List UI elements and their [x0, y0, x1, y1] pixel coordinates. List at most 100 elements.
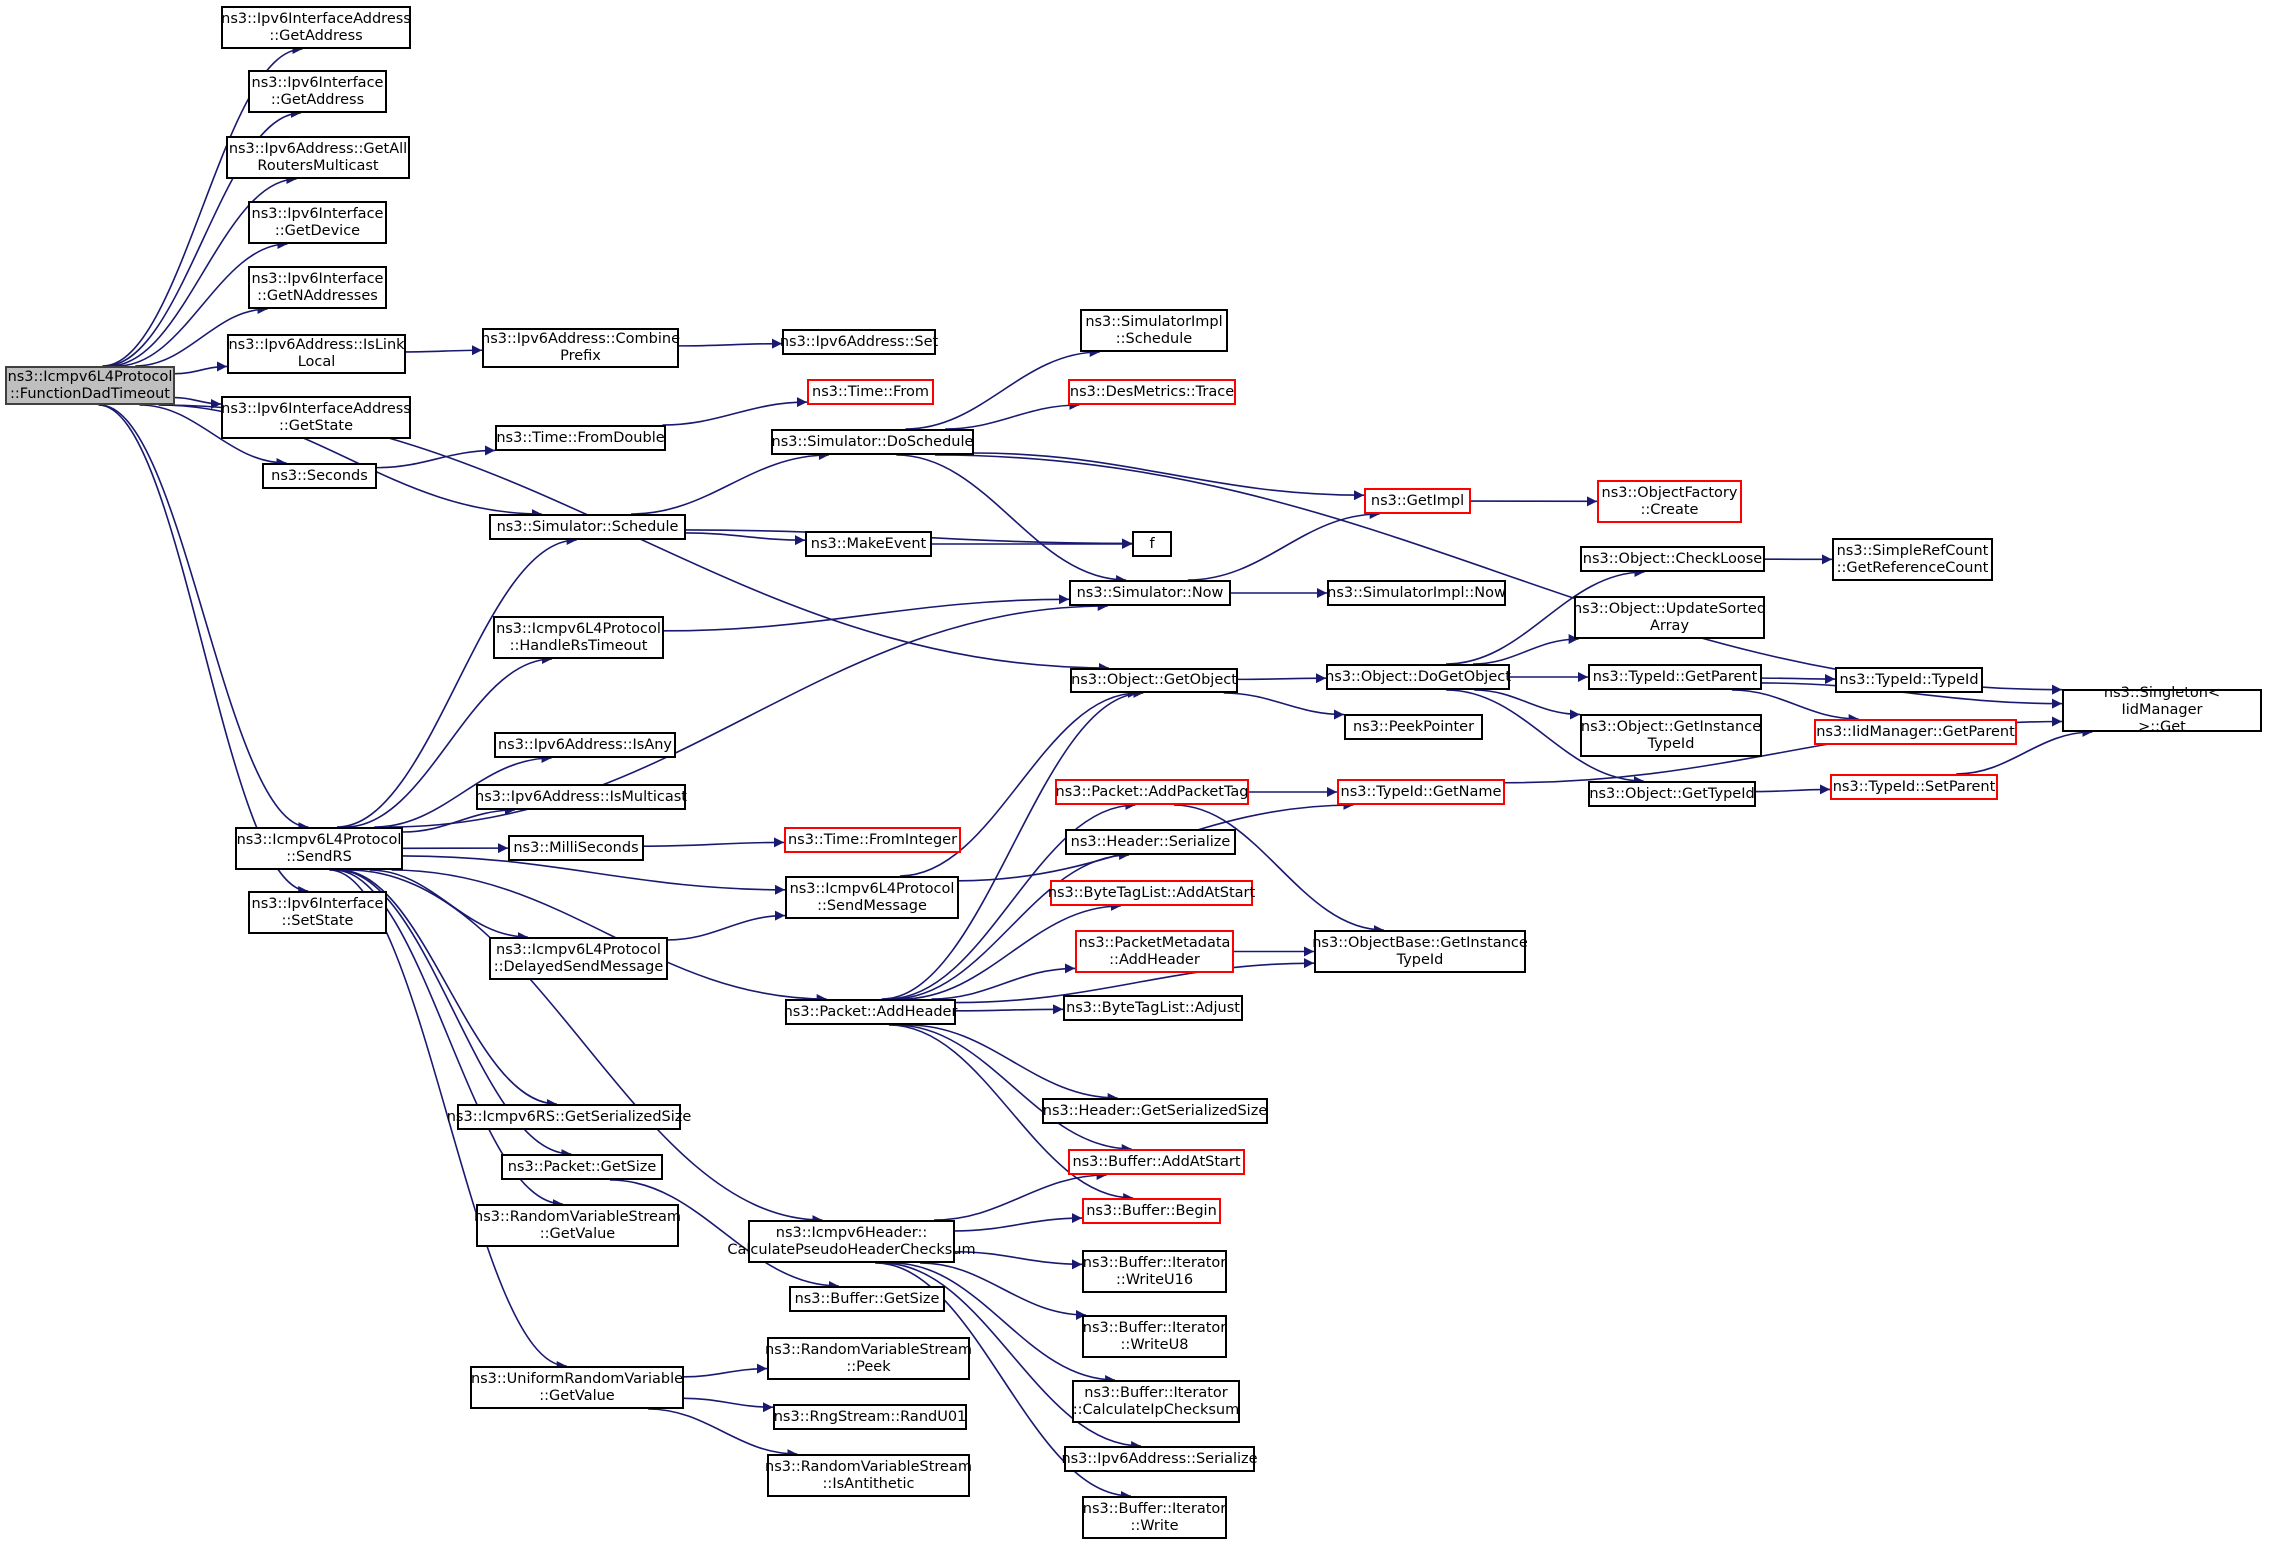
node-obj-checkloose[interactable]: ns3::Object::CheckLoose — [1580, 546, 1765, 572]
node-label: ns3::TypeId::GetParent — [1592, 668, 1758, 685]
node-iface-getaddress[interactable]: ns3::Ipv6Interface ::GetAddress — [248, 70, 387, 113]
node-iter-write[interactable]: ns3::Buffer::Iterator ::Write — [1082, 1496, 1227, 1539]
node-singleton-get[interactable]: ns3::Singleton< IidManager >::Get — [2062, 685, 2262, 735]
node-bytetag-adjust[interactable]: ns3::ByteTagList::Adjust — [1063, 995, 1243, 1021]
node-label: ns3::RngStream::RandU01 — [773, 1408, 967, 1425]
node-getimpl[interactable]: ns3::GetImpl — [1364, 488, 1471, 514]
node-iter-calcipchecksum[interactable]: ns3::Buffer::Iterator ::CalculateIpCheck… — [1072, 1380, 1240, 1423]
node-label: ns3::Simulator::Schedule — [496, 518, 679, 535]
node-time-frominteger[interactable]: ns3::Time::FromInteger — [784, 827, 961, 853]
node-label: ns3::SimulatorImpl::Now — [1327, 584, 1506, 601]
node-iface-getdevice[interactable]: ns3::Ipv6Interface ::GetDevice — [248, 201, 387, 244]
node-urv-getvalue[interactable]: ns3::UniformRandomVariable ::GetValue — [470, 1366, 684, 1409]
node-label: ns3::Ipv6InterfaceAddress ::GetState — [221, 400, 411, 434]
node-time-from[interactable]: ns3::Time::From — [807, 379, 934, 405]
node-time-fromdouble[interactable]: ns3::Time::FromDouble — [495, 425, 666, 451]
node-label: ns3::Time::From — [812, 383, 929, 400]
node-label: ns3::TypeId::SetParent — [1832, 778, 1996, 795]
node-iidmgr-getparent[interactable]: ns3::IidManager::GetParent — [1814, 719, 2017, 745]
node-delayedsend[interactable]: ns3::Icmpv6L4Protocol ::DelayedSendMessa… — [489, 937, 668, 980]
node-addr-ismulticast[interactable]: ns3::Ipv6Address::IsMulticast — [475, 784, 687, 810]
node-label: ns3::Ipv6Interface ::SetState — [251, 895, 384, 929]
node-typeid-typeid[interactable]: ns3::TypeId::TypeId — [1835, 667, 1983, 693]
node-sendrs[interactable]: ns3::Icmpv6L4Protocol ::SendRS — [235, 827, 403, 870]
node-label: ns3::Buffer::Iterator ::WriteU8 — [1082, 1319, 1227, 1353]
node-simimpl-schedule[interactable]: ns3::SimulatorImpl ::Schedule — [1080, 309, 1228, 352]
node-obj-dogetobject[interactable]: ns3::Object::DoGetObject — [1325, 664, 1511, 690]
node-iter-writeu8[interactable]: ns3::Buffer::Iterator ::WriteU8 — [1082, 1315, 1227, 1358]
node-label: ns3::PeekPointer — [1352, 718, 1475, 735]
node-simplerefcount[interactable]: ns3::SimpleRefCount ::GetReferenceCount — [1832, 538, 1993, 581]
node-buffer-begin[interactable]: ns3::Buffer::Begin — [1082, 1198, 1221, 1224]
node-addpackettag[interactable]: ns3::Packet::AddPacketTag — [1055, 779, 1249, 805]
node-ifaddr-getaddress[interactable]: ns3::Ipv6InterfaceAddress ::GetAddress — [221, 6, 411, 49]
edge-typeid-getparent-to-typeid-typeid — [1761, 674, 1836, 685]
node-typeid-getparent[interactable]: ns3::TypeId::GetParent — [1588, 664, 1762, 690]
node-obj-getinstancetypeid[interactable]: ns3::Object::GetInstance TypeId — [1580, 714, 1762, 757]
node-islinklocal[interactable]: ns3::Ipv6Address::IsLink Local — [227, 334, 406, 374]
node-desmetrics-trace[interactable]: ns3::DesMetrics::Trace — [1068, 379, 1236, 405]
node-header-serialize[interactable]: ns3::Header::Serialize — [1065, 829, 1236, 855]
node-label: ns3::Buffer::GetSize — [794, 1290, 940, 1307]
node-milliseconds[interactable]: ns3::MilliSeconds — [508, 835, 644, 861]
node-rvs-peek[interactable]: ns3::RandomVariableStream ::Peek — [765, 1337, 972, 1380]
node-rs-getsersize[interactable]: ns3::Icmpv6RS::GetSerializedSize — [447, 1104, 691, 1130]
edge-root-to-islinklocal — [174, 361, 228, 375]
node-pktmeta-addheader[interactable]: ns3::PacketMetadata ::AddHeader — [1075, 930, 1234, 973]
node-addr-serialize[interactable]: ns3::Ipv6Address::Serialize — [1061, 1446, 1258, 1472]
node-rvs-getvalue[interactable]: ns3::RandomVariableStream ::GetValue — [474, 1204, 681, 1247]
node-ifaddr-getstate[interactable]: ns3::Ipv6InterfaceAddress ::GetState — [221, 396, 411, 439]
node-label: ns3::Singleton< IidManager >::Get — [2103, 685, 2221, 735]
edge-seconds-to-time-fromdouble — [376, 445, 496, 469]
node-makeevent[interactable]: ns3::MakeEvent — [805, 531, 932, 557]
node-buffer-getsize[interactable]: ns3::Buffer::GetSize — [789, 1286, 945, 1312]
edge-sim-schedule-to-makeevent — [685, 532, 806, 546]
edge-sendrs-to-handlerstimeout — [345, 654, 553, 828]
node-iter-writeu16[interactable]: ns3::Buffer::Iterator ::WriteU16 — [1082, 1250, 1227, 1293]
node-getallrouters[interactable]: ns3::Ipv6Address::GetAll RoutersMulticas… — [226, 136, 410, 179]
node-label: ns3::UniformRandomVariable ::GetValue — [470, 1370, 684, 1404]
node-rvs-isantithetic[interactable]: ns3::RandomVariableStream ::IsAntithetic — [765, 1454, 972, 1497]
edge-islinklocal-to-combineprefix — [405, 345, 483, 356]
node-label: ns3::IidManager::GetParent — [1816, 723, 2015, 740]
edge-pseudochecksum-to-iter-calcipchecksum — [892, 1262, 1116, 1385]
edge-addpackettag-to-objbase-getinstancetypeid — [1173, 804, 1384, 935]
node-addr-set[interactable]: ns3::Ipv6Address::Set — [780, 329, 938, 355]
node-packet-getsize[interactable]: ns3::Packet::GetSize — [501, 1154, 663, 1180]
node-obj-getobject[interactable]: ns3::Object::GetObject — [1070, 668, 1238, 693]
node-seconds[interactable]: ns3::Seconds — [262, 463, 377, 489]
edge-sendmessage-to-obj-getobject — [899, 688, 1138, 877]
node-randu01[interactable]: ns3::RngStream::RandU01 — [773, 1404, 967, 1430]
node-obj-updatesorted[interactable]: ns3::Object::UpdateSorted Array — [1573, 596, 1766, 639]
node-objfactory-create[interactable]: ns3::ObjectFactory ::Create — [1597, 480, 1742, 523]
node-label: ns3::Ipv6Address::IsMulticast — [475, 788, 687, 805]
node-header-getsersize[interactable]: ns3::Header::GetSerializedSize — [1042, 1098, 1268, 1124]
node-sendmessage[interactable]: ns3::Icmpv6L4Protocol ::SendMessage — [785, 876, 959, 919]
edge-root-to-getallrouters — [109, 174, 297, 367]
node-combineprefix[interactable]: ns3::Ipv6Address::Combine Prefix — [481, 328, 681, 368]
node-obj-gettypeid[interactable]: ns3::Object::GetTypeId — [1588, 781, 1756, 807]
node-objbase-getinstancetypeid[interactable]: ns3::ObjectBase::GetInstance TypeId — [1312, 930, 1528, 973]
node-bytetag-addatstart[interactable]: ns3::ByteTagList::AddAtStart — [1048, 880, 1255, 906]
edge-obj-dogetobject-to-obj-getinstancetypeid — [1474, 689, 1581, 720]
node-packet-addheader[interactable]: ns3::Packet::AddHeader — [784, 999, 957, 1025]
node-iface-setstate[interactable]: ns3::Ipv6Interface ::SetState — [248, 891, 387, 934]
node-sim-now[interactable]: ns3::Simulator::Now — [1069, 580, 1231, 606]
node-handlerstimeout[interactable]: ns3::Icmpv6L4Protocol ::HandleRsTimeout — [493, 616, 664, 659]
node-typeid-getname[interactable]: ns3::TypeId::GetName — [1337, 779, 1505, 805]
node-sim-doschedule[interactable]: ns3::Simulator::DoSchedule — [771, 429, 974, 455]
node-label: ns3::ByteTagList::Adjust — [1066, 999, 1240, 1016]
node-typeid-setparent[interactable]: ns3::TypeId::SetParent — [1830, 774, 1998, 800]
node-label: ns3::Time::FromDouble — [496, 429, 665, 446]
node-peekpointer[interactable]: ns3::PeekPointer — [1344, 714, 1483, 740]
node-addr-isany[interactable]: ns3::Ipv6Address::IsAny — [494, 732, 676, 758]
node-iface-getnaddr[interactable]: ns3::Ipv6Interface ::GetNAddresses — [248, 266, 387, 309]
node-f[interactable]: f — [1132, 531, 1172, 557]
node-simimpl-now[interactable]: ns3::SimulatorImpl::Now — [1327, 580, 1506, 606]
edge-root-to-ifaddr-getaddress — [102, 44, 303, 367]
node-label: ns3::Ipv6Address::Combine Prefix — [481, 331, 681, 364]
node-pseudochecksum[interactable]: ns3::Icmpv6Header:: CalculatePseudoHeade… — [727, 1220, 976, 1263]
node-sim-schedule[interactable]: ns3::Simulator::Schedule — [489, 514, 686, 540]
node-buffer-addatstart[interactable]: ns3::Buffer::AddAtStart — [1068, 1149, 1245, 1175]
node-label: ns3::Header::GetSerializedSize — [1042, 1102, 1268, 1119]
